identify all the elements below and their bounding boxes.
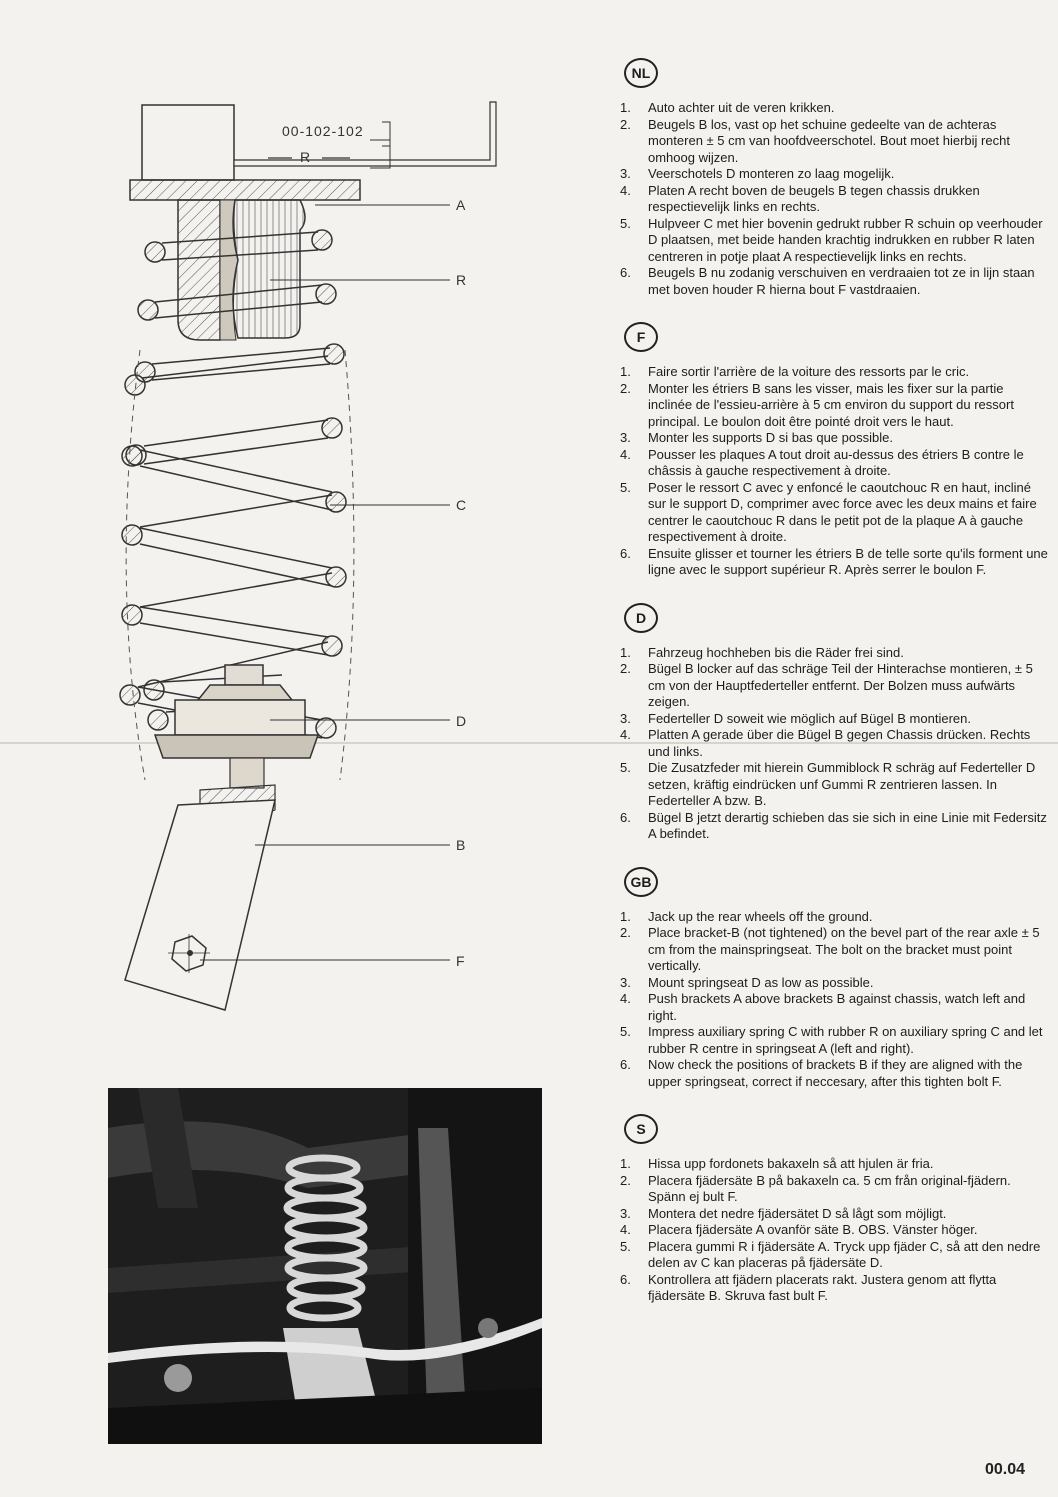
suspension-photo xyxy=(108,1088,542,1444)
list-item: 4.Placera fjädersäte A ovanför säte B. O… xyxy=(620,1222,978,1237)
part-labels: A R C D B F xyxy=(456,197,466,969)
spring-seat-d xyxy=(174,699,306,736)
section-d: D 1.Fahrzeug hochheben bis die Räder fre… xyxy=(620,602,1050,843)
lang-badge-s: S xyxy=(624,1114,658,1144)
label-r: R xyxy=(456,272,466,288)
list-item: 3.Veerschotels D monteren zo laag mogeli… xyxy=(620,166,895,181)
list-item: 5.Placera gummi R i fjädersäte A. Tryck … xyxy=(620,1238,1041,1271)
paper-fold-line xyxy=(0,742,1058,744)
label-d: D xyxy=(456,713,466,729)
instructions: NL 1.Auto achter uit de veren krikken. 2… xyxy=(620,58,1050,1329)
section-f: F 1.Faire sortir l'arrière de la voiture… xyxy=(620,322,1050,579)
label-b: B xyxy=(456,837,465,853)
list-item: 1.Hissa upp fordonets bakaxeln så att hj… xyxy=(620,1156,934,1171)
list-item: 4.Platen A recht boven de beugels B tege… xyxy=(620,182,980,215)
lang-badge-gb: GB xyxy=(624,866,658,897)
bracket-b xyxy=(124,799,276,1011)
plate-a xyxy=(129,179,361,201)
spring-assembly-diagram: 00-102-102 R xyxy=(60,80,500,1040)
list-item: 5.Hulpveer C met hier bovenin gedrukt ru… xyxy=(620,215,1043,264)
r-dimension-label: R xyxy=(300,149,310,165)
seat-top xyxy=(196,684,294,701)
section-s: S 1.Hissa upp fordonets bakaxeln så att … xyxy=(620,1114,1050,1305)
list-item: 6.Kontrollera att fjädern placerats rakt… xyxy=(620,1271,997,1304)
rubber-cup xyxy=(232,199,306,339)
seat-flange xyxy=(153,734,320,759)
section-gb: GB 1.Jack up the rear wheels off the gro… xyxy=(620,866,1050,1091)
list-item: 2.Bügel B locker auf das schräge Teil de… xyxy=(620,661,1033,709)
section-nl: NL 1.Auto achter uit de veren krikken. 2… xyxy=(620,58,1050,298)
lang-badge-d: D xyxy=(624,602,658,633)
photo-spring xyxy=(283,1154,368,1322)
list-item: 5.Die Zusatzfeder mit hierein Gummiblock… xyxy=(620,760,1036,808)
list-item: 1.Jack up the rear wheels off the ground… xyxy=(620,908,873,924)
list-item: 2.Placera fjädersäte B på bakaxeln ca. 5… xyxy=(620,1172,1011,1205)
list-item: 4.Pousser les plaques A tout droit au-de… xyxy=(620,446,1024,479)
lang-badge-f: F xyxy=(624,322,658,352)
list-item: 5.Impress auxiliary spring C with rubber… xyxy=(620,1024,1043,1056)
list-item: 6.Ensuite glisser et tourner les étriers… xyxy=(620,545,1048,578)
rubber-r-hatch xyxy=(177,199,221,341)
part-code-label: 00-102-102 xyxy=(282,123,364,139)
label-f: F xyxy=(456,953,465,969)
list-item: 6.Now check the positions of brackets B … xyxy=(620,1057,1023,1089)
list-item: 3.Montera det nedre fjädersätet D så låg… xyxy=(620,1205,947,1221)
page-number: 00.04 xyxy=(985,1461,1026,1478)
list-item: 2.Place bracket-B (not tightened) on the… xyxy=(620,925,1040,973)
list-item: 1.Fahrzeug hochheben bis die Räder frei … xyxy=(620,644,904,660)
chassis-bracket xyxy=(233,101,497,167)
list-item: 2.Monter les étriers B sans les visser, … xyxy=(620,380,1014,429)
list-item: 4.Push brackets A above brackets B again… xyxy=(620,991,1026,1023)
bolt-head xyxy=(224,664,264,686)
list-item: 6.Bügel B jetzt derartig schieben das si… xyxy=(620,809,1047,842)
upper-block xyxy=(141,104,235,181)
label-c: C xyxy=(456,497,466,513)
label-a: A xyxy=(456,197,466,213)
list-item: 3.Federteller D soweit wie möglich auf B… xyxy=(620,710,971,726)
list-item: 6.Beugels B nu zodanig verschuiven en ve… xyxy=(620,265,1035,297)
lang-badge-nl: NL xyxy=(624,58,658,88)
list-item: 1.Auto achter uit de veren krikken. xyxy=(620,100,835,115)
list-item: 3.Mount springseat D as low as possible. xyxy=(620,974,874,990)
list-item: 3.Monter les supports D si bas que possi… xyxy=(620,430,893,445)
list-item: 1.Faire sortir l'arrière de la voiture d… xyxy=(620,364,970,379)
list-item: 4.Platten A gerade über die Bügel B gege… xyxy=(620,727,1031,759)
list-item: 2.Beugels B los, vast op het schuine ged… xyxy=(620,116,1010,165)
list-item: 5.Poser le ressort C avec y enfoncé le c… xyxy=(620,479,1037,545)
